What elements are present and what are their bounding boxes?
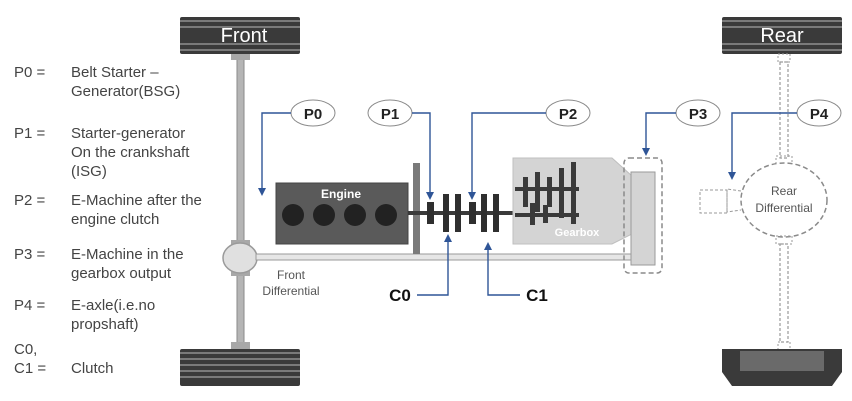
p0-label: P0 xyxy=(304,106,322,123)
p2-disc xyxy=(469,202,476,224)
c1-arrow xyxy=(484,242,520,296)
c0-arrow xyxy=(417,234,452,296)
callout-c0: C0 xyxy=(389,234,452,305)
front-axle-flange-bottom xyxy=(231,342,250,350)
callout-c1: C1 xyxy=(484,242,548,305)
legend-line: E-axle(i.e.no xyxy=(71,297,156,314)
p2-label: P2 xyxy=(559,106,577,123)
legend-text-clutch: Clutch xyxy=(71,360,114,377)
legend-line: E-Machine in the xyxy=(71,246,184,263)
callout-p0: P0 xyxy=(258,99,336,196)
gearbox-label: Gearbox xyxy=(555,227,601,239)
engine: Engine xyxy=(275,182,409,245)
engine-cylinder xyxy=(375,204,397,226)
clutch-c1-disc xyxy=(481,194,487,232)
callout-p1: P1 xyxy=(367,99,434,200)
legend-line: E-Machine after the xyxy=(71,192,202,209)
front-bottom-wheel xyxy=(180,349,300,386)
legend-text-p1: Starter-generator On the crankshaft (ISG… xyxy=(71,124,241,181)
p2-arrow xyxy=(468,112,546,200)
p4-label: P4 xyxy=(810,106,829,123)
legend-line: propshaft) xyxy=(71,316,139,333)
clutch-c1-disc xyxy=(493,194,499,232)
engine-cylinder xyxy=(282,204,304,226)
legend-line: C0, xyxy=(14,341,38,358)
front-axle-flange-top xyxy=(231,52,250,60)
front-label: Front xyxy=(221,25,268,47)
legend-line: (ISG) xyxy=(71,163,107,180)
legend-line: gearbox output xyxy=(71,265,172,282)
legend-line: On the crankshaft xyxy=(71,144,190,161)
legend-key-p0: P0 = xyxy=(14,64,46,81)
rear-diff-label-1: Rear xyxy=(771,184,797,198)
rear-axle: Rear Rear Differential xyxy=(699,17,842,386)
legend-line: C1 = xyxy=(14,360,47,377)
rear-input-flange xyxy=(699,189,728,214)
legend-key-p2: P2 = xyxy=(14,192,46,209)
callout-p4: P4 xyxy=(728,99,842,180)
front-driveshaft xyxy=(255,253,633,261)
p1-arrow xyxy=(412,112,434,200)
p0-arrow xyxy=(258,112,291,196)
callout-p3: P3 xyxy=(642,99,721,156)
p4-arrow xyxy=(728,112,797,180)
clutch-c0-disc xyxy=(443,194,449,232)
legend-text-p3: E-Machine in the gearbox output xyxy=(71,245,241,283)
flywheel-plate xyxy=(413,163,420,254)
legend-key-clutch: C0, C1 = xyxy=(14,340,46,378)
legend: P0 = Belt Starter – Generator(BSG) P1 = … xyxy=(0,0,240,401)
front-diff-label-2: Differential xyxy=(262,284,319,298)
front-axle-shaft xyxy=(236,51,245,351)
rear-diff-label-2: Differential xyxy=(755,201,812,215)
legend-text-p2: E-Machine after the engine clutch xyxy=(71,191,241,229)
wheel-tyre xyxy=(180,349,300,386)
front-diff-label-1: Front xyxy=(277,268,306,282)
legend-line: Belt Starter – xyxy=(71,64,159,81)
legend-key-p3: P3 = xyxy=(14,246,46,263)
engine-cylinder xyxy=(344,204,366,226)
legend-text-p0: Belt Starter – Generator(BSG) xyxy=(71,63,241,101)
legend-text-p4: E-axle(i.e.no propshaft) xyxy=(71,296,241,334)
clutch-c0-disc xyxy=(455,194,461,232)
p3-machine xyxy=(630,171,656,266)
front-axle xyxy=(231,51,250,351)
rear-axle-shaft-upper xyxy=(779,61,789,159)
legend-line: engine clutch xyxy=(71,211,160,228)
p1-disc xyxy=(427,202,434,224)
p1-label: P1 xyxy=(381,106,399,123)
callout-p2: P2 xyxy=(468,99,591,200)
engine-label: Engine xyxy=(321,187,361,201)
front-top-wheel: Front xyxy=(180,17,300,54)
engine-cylinder xyxy=(313,204,335,226)
rear-axle-shaft-lower xyxy=(779,243,789,343)
c1-label: C1 xyxy=(526,286,548,305)
input-shaft xyxy=(408,211,548,215)
c0-label: C0 xyxy=(389,286,411,305)
rear-differential xyxy=(740,162,828,238)
rear-label: Rear xyxy=(760,25,804,47)
gearbox: Gearbox xyxy=(512,157,633,245)
p3-arrow xyxy=(642,112,676,156)
p3-dashed-outline xyxy=(623,157,663,274)
p3-label: P3 xyxy=(689,106,707,123)
legend-key-p4: P4 = xyxy=(14,297,46,314)
legend-line: Generator(BSG) xyxy=(71,83,181,100)
legend-key-p1: P1 = xyxy=(14,125,46,142)
legend-line: Starter-generator xyxy=(71,125,186,142)
front-differential xyxy=(222,242,258,274)
